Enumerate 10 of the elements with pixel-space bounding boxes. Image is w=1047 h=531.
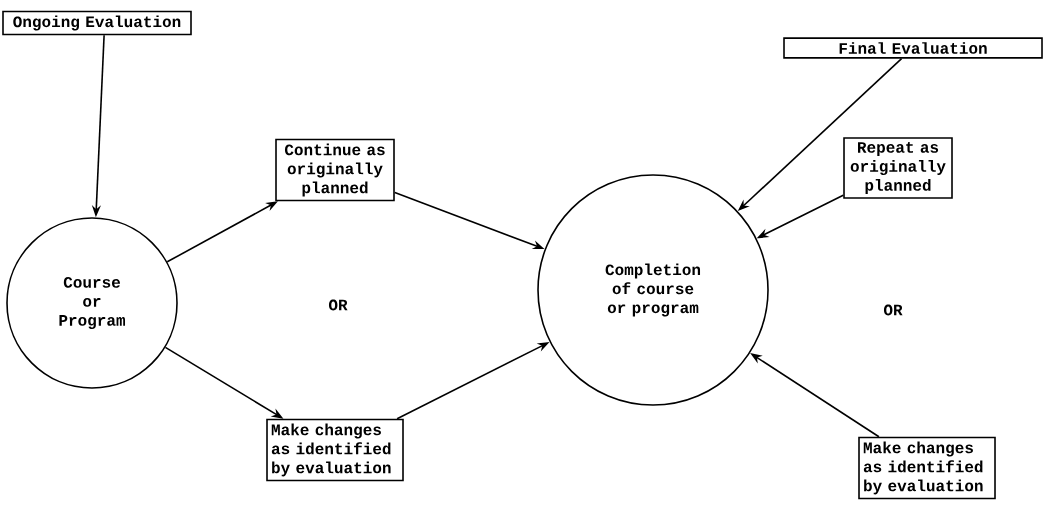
circle-node: Course or Program bbox=[6, 217, 178, 389]
or-label: OR bbox=[328, 299, 348, 311]
process-box: Make changes as identified by evaluation bbox=[266, 418, 404, 482]
circle-node: Completion of course or program bbox=[537, 174, 769, 406]
or-label: OR bbox=[883, 304, 903, 316]
process-box: Final Evaluation bbox=[783, 37, 1043, 59]
process-box: Repeat as originally planned bbox=[843, 137, 953, 199]
process-box: Continue as originally planned bbox=[275, 138, 395, 202]
process-box: Ongoing Evaluation bbox=[2, 10, 192, 36]
process-box: Make changes as identified by evaluation bbox=[858, 436, 996, 500]
